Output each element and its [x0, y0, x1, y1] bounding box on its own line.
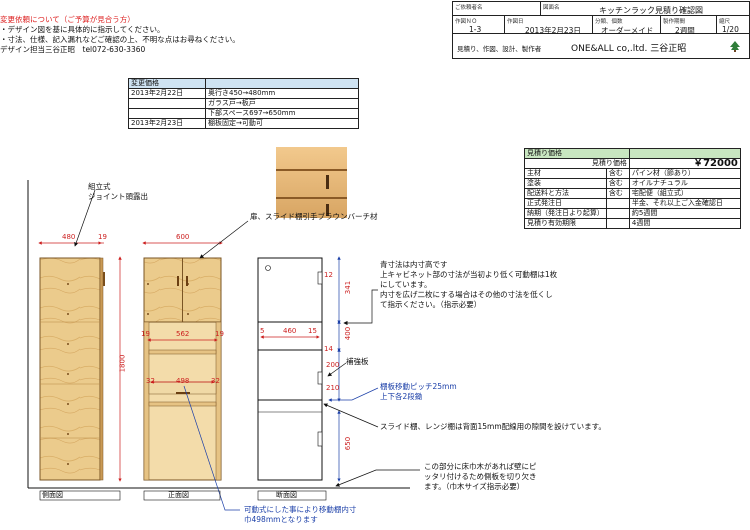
door-material-callout: 扉、スライド棚引手ブラウンバーチ材 — [250, 212, 378, 221]
side-view-label: 側面図 — [42, 491, 63, 499]
front-view — [142, 220, 249, 511]
estimate-table: 見積り価格 見積り価格 ￥72000 主材 含む パイン材（節あり） 塗装 含む… — [524, 148, 741, 229]
no-label: 作図ＮＯ — [455, 19, 478, 25]
dim-section-b1: 200 — [326, 361, 340, 369]
category-cell: 分類、個数 オーダーメイド — [593, 16, 661, 35]
assembly-callout: 組立式 ジョイント頭露出 — [88, 182, 148, 201]
dim-shelf-left: 32 — [146, 377, 155, 385]
date-label: 作図日 — [507, 19, 524, 25]
side-view — [38, 189, 122, 482]
slide-shelf-callout: スライド棚、レンジ棚は背面15mm配線用の隙間を設けています。 — [380, 422, 606, 431]
notes-line: ・寸法、仕様、記入漏れなどご確認の上、不明な点はお尋ねください。 — [0, 35, 240, 44]
dim-front-side-left: 19 — [141, 330, 150, 338]
dim-section-n2: 14 — [324, 345, 333, 353]
notes-contact: デザイン担当三谷正昭 tel072-630-3360 — [0, 45, 146, 54]
dim-shelf-right: 32 — [211, 377, 220, 385]
dim-section-back: 5 — [260, 327, 265, 335]
maker-label: 見積り、作図、設計、製作者 — [457, 45, 542, 53]
table-row: 主材 含む パイン材（節あり） — [524, 168, 741, 179]
dim-section-mid: 400 — [344, 326, 353, 341]
baseboard-callout: この部分に床巾木があれば壁にピ ッタリ付けるため側板を切り欠き ます。（巾木サイ… — [424, 462, 537, 491]
title-block: ご依頼者名 図面名 キッチンラック見積り確認図 作図ＮＯ 1-3 作図日 201… — [452, 1, 750, 59]
drawer-photo — [276, 147, 347, 218]
notes-heading: 変更依頼について（ご予算が見合う方） — [0, 15, 135, 24]
dim-section-depth: 460 — [283, 327, 297, 335]
date-value: 2013年2月23日 — [525, 26, 581, 35]
tree-logo-icon — [730, 41, 740, 52]
dim-side-height: 1800 — [118, 354, 127, 373]
scale-label: 縮尺 — [719, 19, 731, 25]
front-view-label: 正面図 — [168, 491, 189, 499]
no-cell: 作図ＮＯ 1-3 — [453, 16, 505, 34]
estimate-detail: 4週間 — [628, 218, 741, 229]
change-history-table: 変更価格 2013年2月22日 奥行き450→480mm ガラス戸→板戸 下部ス… — [128, 78, 359, 129]
table-row: 見積り有効期限 4週間 — [524, 218, 741, 229]
dim-front-width: 600 — [176, 233, 190, 241]
dim-side-front: 19 — [98, 233, 107, 241]
notes-line: ・デザイン図を基に具体的に指示してください。 — [0, 25, 165, 34]
drawing-name: キッチンラック見積り確認図 — [599, 6, 703, 15]
scale-cell: 縮尺 1/20 — [717, 16, 749, 34]
dim-front-side-right: 19 — [215, 330, 224, 338]
section-view — [257, 256, 420, 487]
drawing-name-cell: 図面名 キッチンラック見積り確認図 — [541, 2, 749, 16]
customer-cell: ご依頼者名 — [453, 2, 541, 16]
date-cell: 作図日 2013年2月23日 — [505, 16, 593, 35]
category-label: 分類、個数 — [595, 19, 623, 25]
dim-front-inner: 562 — [176, 330, 190, 338]
customer-label: ご依頼者名 — [455, 5, 483, 11]
dim-section-low: 650 — [344, 436, 353, 451]
dim-section-top: 341 — [344, 280, 353, 295]
dim-shelf-inner: 498 — [176, 377, 190, 385]
drawing-label: 図面名 — [543, 5, 560, 11]
dim-section-n1: 12 — [324, 271, 333, 279]
table-row: 2013年2月23日 棚板固定→可動可 — [128, 118, 359, 129]
scale-value: 1/20 — [722, 25, 739, 34]
movable-shelf-callout: 可動式にした事により移動棚内寸 巾498mmとなります — [244, 505, 357, 524]
change-item: 棚板固定→可動可 — [205, 118, 359, 129]
maker-value: ONE&ALL co,.ltd. 三谷正昭 — [571, 44, 687, 54]
dim-section-b2: 210 — [326, 384, 340, 392]
period-cell: 製作期間 2週間 — [661, 16, 717, 35]
change-request-notes: 変更依頼について（ご予算が見合う方） ・デザイン図を基に具体的に指示してください… — [0, 15, 240, 55]
category-value: オーダーメイド — [601, 26, 654, 35]
dim-section-back2: 15 — [308, 327, 317, 335]
no-value: 1-3 — [469, 25, 482, 34]
inner-dimension-callout: 青寸法は内寸高です 上キャビネット部の寸法が当初より低く可動棚は1枚 にしていま… — [380, 260, 558, 309]
maker-cell: 見積り、作図、設計、製作者 ONE&ALL co,.ltd. 三谷正昭 — [453, 34, 749, 58]
section-view-label: 断面図 — [276, 491, 297, 499]
reinforcement-callout: 補強板 — [346, 357, 369, 366]
period-value: 2週間 — [675, 26, 695, 35]
dim-side-depth: 480 — [62, 233, 76, 241]
shelf-pitch-callout: 棚板移動ピッチ25mm 上下各2段鋤 — [380, 382, 457, 401]
period-label: 製作期間 — [663, 19, 686, 25]
